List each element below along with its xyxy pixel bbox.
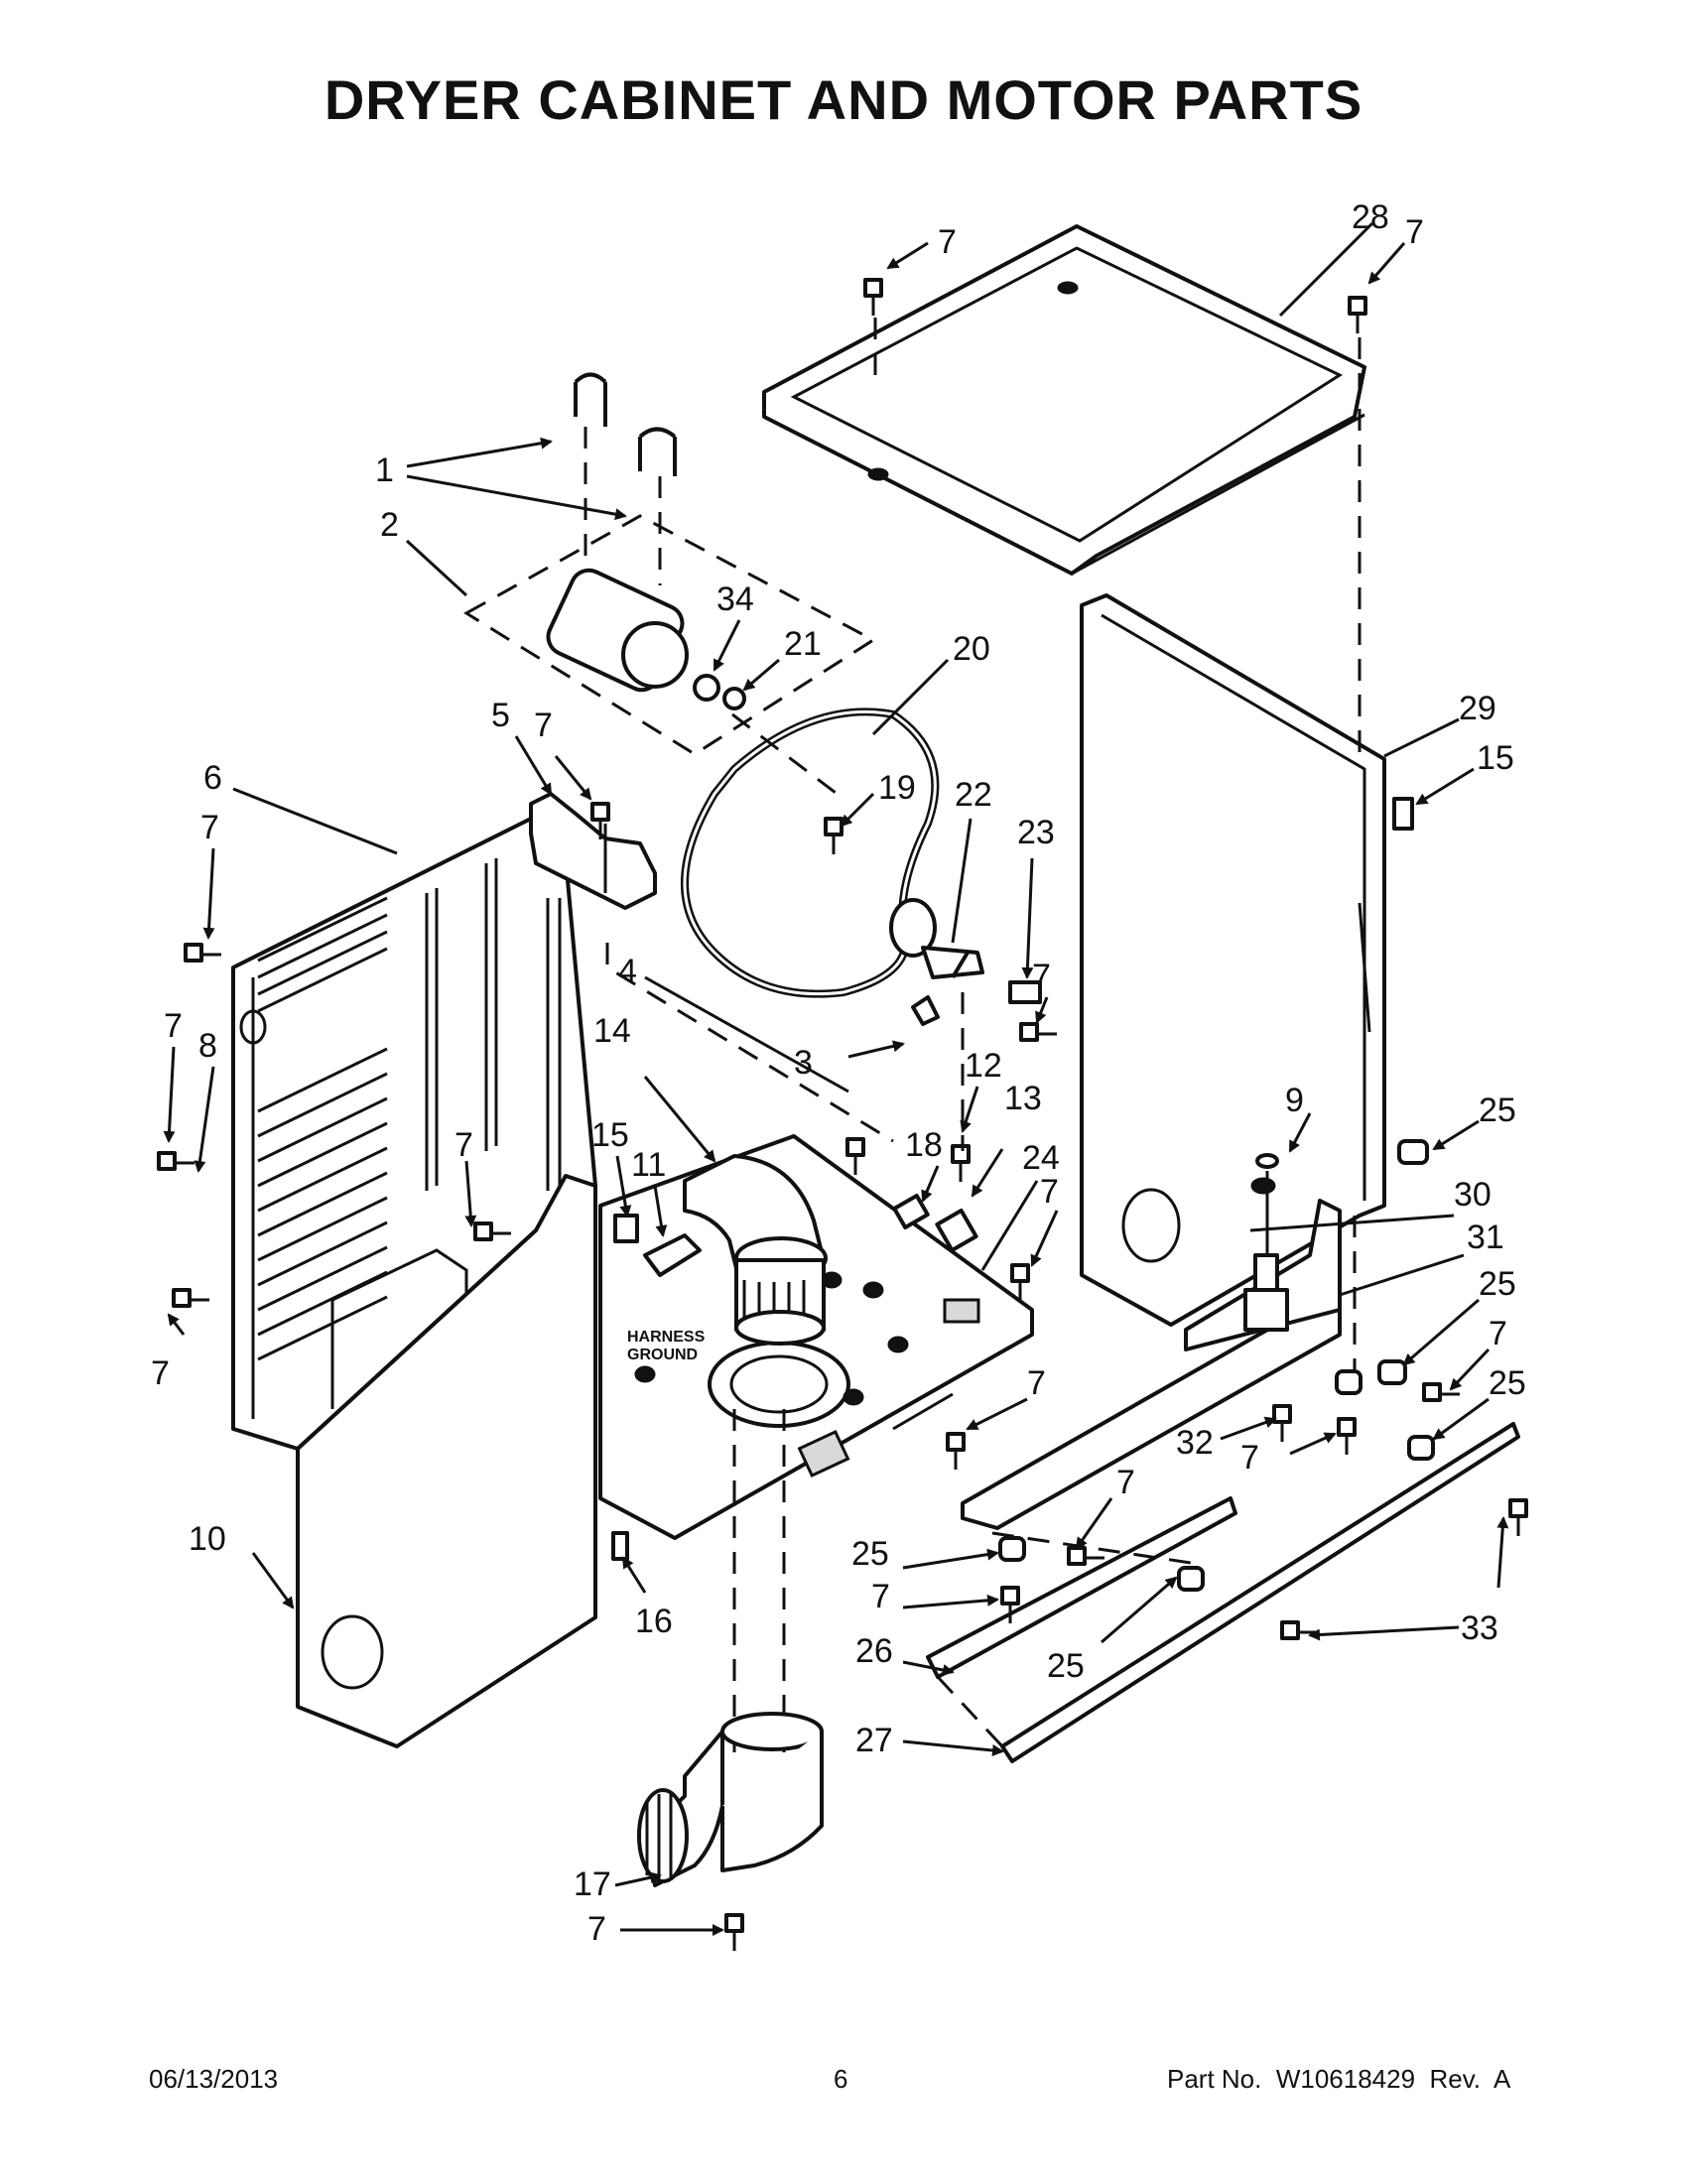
callout: 22 xyxy=(955,776,992,814)
footer-part-number: Part No. W10618429 Rev. A xyxy=(1167,2064,1511,2094)
callout: 7 xyxy=(1405,213,1424,251)
callout: 25 xyxy=(1489,1364,1526,1402)
callout: 15 xyxy=(1477,739,1514,777)
callout: 19 xyxy=(878,769,916,807)
front-rails xyxy=(926,1298,1520,1763)
callout: 11 xyxy=(631,1146,666,1184)
callout: 7 xyxy=(1240,1439,1259,1477)
callout: 7 xyxy=(164,1007,183,1045)
assembly-lines xyxy=(605,318,1362,1369)
idler-pulley xyxy=(889,898,984,979)
callout: 14 xyxy=(593,1012,631,1050)
callout: 7 xyxy=(534,707,553,744)
callout: 7 xyxy=(1027,1364,1046,1402)
ground-label: GROUND xyxy=(627,1347,698,1363)
callout: 7 xyxy=(1040,1173,1059,1211)
callout: 27 xyxy=(855,1722,893,1759)
callout: 7 xyxy=(587,1910,606,1948)
callout: 7 xyxy=(1116,1464,1135,1501)
callout: 25 xyxy=(1479,1092,1516,1129)
callout: 8 xyxy=(198,1027,217,1065)
footer-date: 06/13/2013 xyxy=(149,2064,279,2094)
callout: 29 xyxy=(1459,690,1496,727)
callout: 9 xyxy=(1285,1082,1304,1119)
left-side-panel xyxy=(231,802,597,1451)
motor-mount-bracket xyxy=(529,792,657,910)
base-support-rail xyxy=(1184,1199,1342,1351)
top-panel xyxy=(762,224,1366,576)
right-side-panel xyxy=(1080,593,1414,1327)
callout: 26 xyxy=(855,1632,893,1670)
callout: 18 xyxy=(905,1126,943,1164)
callout: 25 xyxy=(1047,1647,1085,1685)
callout: 7 xyxy=(871,1578,890,1615)
callout: 33 xyxy=(1461,1609,1498,1647)
callout: 5 xyxy=(491,697,510,734)
callout: 7 xyxy=(1032,958,1051,995)
callout: 23 xyxy=(1017,814,1055,851)
callout: 28 xyxy=(1352,198,1389,236)
callout: 25 xyxy=(1479,1265,1516,1303)
callout: 32 xyxy=(1176,1424,1214,1462)
callout: 17 xyxy=(574,1865,611,1903)
callout-numbers: 7 28 7 1 2 34 21 20 29 15 5 7 19 22 6 7 … xyxy=(151,198,1526,1948)
drive-motor xyxy=(463,372,876,756)
drive-belt xyxy=(681,707,940,998)
callout: 7 xyxy=(151,1354,170,1392)
callout: 24 xyxy=(1022,1139,1060,1177)
footer-page-number: 6 xyxy=(834,2064,848,2094)
callout: 13 xyxy=(1004,1080,1042,1117)
leader-lines xyxy=(163,221,1509,1936)
callout: 1 xyxy=(375,451,394,489)
callout: 2 xyxy=(380,506,399,544)
front-panel xyxy=(296,1174,629,1748)
callout: 30 xyxy=(1454,1176,1492,1214)
callout: 20 xyxy=(953,630,990,668)
harness-label: HARNESS xyxy=(627,1329,706,1346)
callout: 21 xyxy=(784,625,822,663)
callout: 7 xyxy=(454,1126,473,1164)
callout: 34 xyxy=(716,580,754,618)
callout: 7 xyxy=(1489,1315,1507,1352)
callout: 7 xyxy=(938,223,957,261)
callout: 16 xyxy=(635,1603,673,1640)
leveling-feet xyxy=(998,1139,1435,1592)
exhaust-elbow xyxy=(637,1712,824,1887)
callout: 10 xyxy=(189,1520,226,1558)
callout: 25 xyxy=(851,1535,889,1573)
exhaust-duct xyxy=(683,1154,828,1346)
callout: 3 xyxy=(794,1044,813,1082)
callout: 6 xyxy=(203,759,222,797)
callout: 4 xyxy=(618,953,637,990)
small-parts xyxy=(613,980,1276,1277)
callout: 31 xyxy=(1467,1219,1504,1256)
callout: 15 xyxy=(591,1116,629,1154)
screws xyxy=(157,278,1528,1951)
callout: 12 xyxy=(965,1047,1002,1085)
page-title: DRYER CABINET AND MOTOR PARTS xyxy=(324,68,1363,131)
callout: 7 xyxy=(200,809,219,846)
